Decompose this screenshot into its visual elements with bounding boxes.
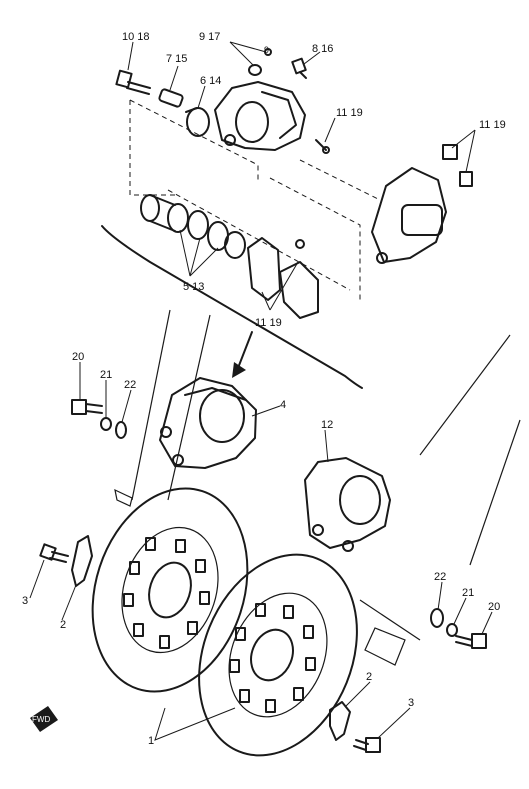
forward-arrow-badge: FWD (30, 706, 58, 732)
exploded-view-frame (129, 99, 381, 300)
callout-22-left: 22 (124, 379, 136, 391)
caliper-12 (304, 457, 391, 552)
fork-leg-right (359, 334, 521, 666)
bleed-screw-8-16 (291, 57, 307, 79)
washer-22-left (115, 421, 127, 439)
callout-labels: 10 18 9 17 9 8 16 7 15 6 14 11 19 11 19 … (22, 31, 506, 747)
bolt-20-left (71, 399, 103, 415)
washer-21-right (446, 623, 458, 637)
callout-2-left: 2 (60, 619, 66, 631)
washer-22-right (430, 608, 444, 628)
bolt-20-right (455, 633, 487, 649)
callout-21-right: 21 (462, 587, 474, 599)
callout-1: 1 (148, 735, 154, 747)
callout-3-right: 3 (408, 697, 414, 709)
disc-right-holes (229, 603, 316, 713)
caliper-half-upper (214, 81, 306, 151)
callout-22-right: 22 (434, 571, 446, 583)
group-bracket (101, 225, 363, 389)
lock-plate-2-left (71, 535, 93, 587)
piston-and-seals-5-13 (140, 194, 246, 259)
callout-11-19-c: 11 19 (255, 317, 282, 329)
bushing-6-14 (185, 107, 210, 137)
bolt-3-right (353, 737, 381, 753)
callout-20-left: 20 (72, 351, 84, 363)
screw-11-19-upper (315, 139, 330, 154)
leader-lines (29, 41, 493, 741)
bolt-10-18 (115, 69, 151, 95)
callout-11-19-a: 11 19 (336, 107, 363, 119)
disc-left-holes (123, 537, 210, 649)
callout-3-left: 3 (22, 595, 28, 607)
lock-plate-2-right (329, 701, 351, 741)
fork-leg-left (114, 309, 211, 507)
pin-7-15 (158, 88, 184, 108)
callout-20-right: 20 (488, 601, 500, 613)
callout-21-left: 21 (100, 369, 112, 381)
callout-9-small: 9 (264, 45, 269, 55)
brake-pads (247, 237, 319, 319)
callout-4: 4 (280, 399, 286, 411)
callout-2-right: 2 (366, 671, 372, 683)
forward-badge-text: FWD (32, 715, 50, 724)
callout-8-16: 8 16 (312, 43, 333, 55)
washer-21-left (100, 417, 112, 431)
disc-left (91, 487, 249, 693)
caliper-4 (159, 377, 257, 469)
callout-12: 12 (321, 419, 333, 431)
callout-9-17: 9 17 (199, 31, 220, 43)
callout-11-19-b: 11 19 (479, 119, 506, 131)
callout-7-15: 7 15 (166, 53, 187, 65)
callout-6-14: 6 14 (200, 75, 221, 87)
callout-5-13: 5 13 (183, 281, 204, 293)
disc-right (198, 553, 358, 757)
caliper-half-right (371, 167, 447, 264)
callout-10-18: 10 18 (122, 31, 150, 43)
bolt-3-left (39, 543, 69, 563)
